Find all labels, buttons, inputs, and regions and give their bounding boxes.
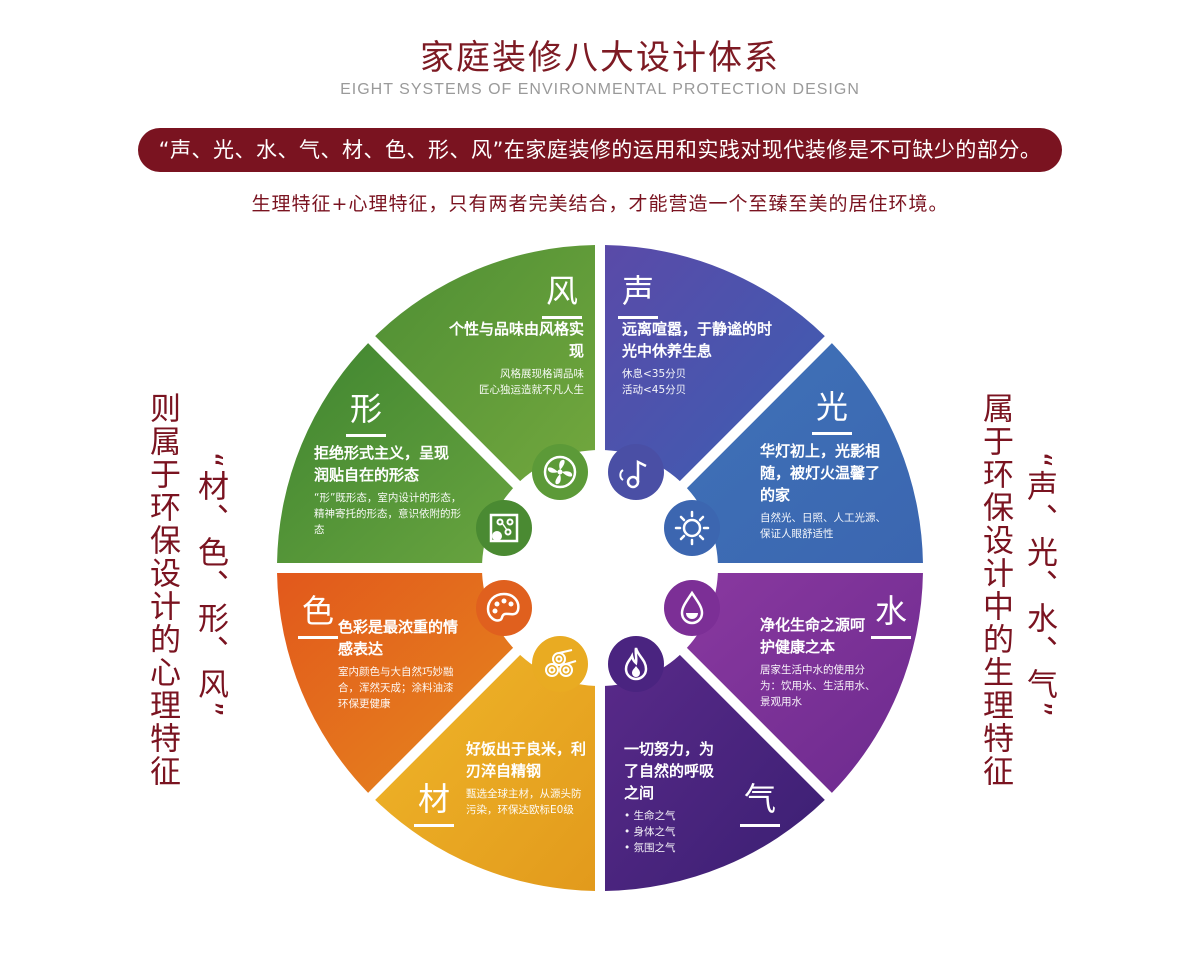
right-main-text: 属于环保设计中的生理特征 bbox=[977, 392, 1013, 788]
logs-icon bbox=[532, 636, 588, 692]
segment-title-guang-text: 光 bbox=[815, 388, 848, 426]
segment-detail-guang: 自然光、日照、人工光源、保证人眼舒适性 bbox=[760, 512, 886, 540]
segment-text-guang: 华灯初上，光影相随，被灯火温馨了的家 自然光、日照、人工光源、保证人眼舒适性 bbox=[760, 440, 890, 542]
music-note-icon bbox=[608, 444, 664, 500]
water-drop-icon bbox=[664, 580, 720, 636]
segment-detail-xing: “形”既形态，室内设计的形态，精神寄托的形态，意识依附的形态 bbox=[314, 492, 462, 536]
segment-text-xing: 拒绝形式主义，呈现润贴自在的形态 “形”既形态，室内设计的形态，精神寄托的形态，… bbox=[314, 442, 462, 538]
segment-heading-feng: 个性与品味由风格实现 bbox=[448, 320, 584, 360]
segment-heading-shui: 净化生命之源呵护健康之本 bbox=[760, 616, 866, 656]
segment-title-se-text: 色 bbox=[301, 592, 334, 630]
wheel-segment-feng bbox=[375, 245, 596, 494]
segment-detail-qi-3: • 氛围之气 bbox=[624, 842, 676, 854]
flame-icon bbox=[608, 636, 664, 692]
segment-detail-sheng-2: 活动<45分贝 bbox=[622, 384, 687, 396]
segment-title-qi: 气 bbox=[738, 774, 782, 827]
wheel-segment-xing bbox=[277, 343, 526, 564]
segment-text-se: 色彩是最浓重的情感表达 室内颜色与大自然巧妙融合，浑然天成；涂料油漆环保更健康 bbox=[338, 616, 460, 712]
segment-detail-shui: 居家生活中水的使用分为：饮用水、生活用水、景观用水 bbox=[760, 664, 876, 708]
wheel-segment-shui bbox=[674, 572, 923, 793]
segment-title-xing: 形 bbox=[344, 384, 388, 437]
segment-detail-qi-1: • 生命之气 bbox=[624, 810, 676, 822]
segment-heading-guang: 华灯初上，光影相随，被灯火温馨了的家 bbox=[760, 442, 881, 504]
segment-text-sheng: 远离喧嚣，于静谧的时光中休养生息 休息<35分贝 活动<45分贝 bbox=[622, 318, 772, 398]
wheel-segment-qi bbox=[604, 642, 825, 891]
wheel-segment-sheng bbox=[604, 245, 825, 494]
design-wheel: 声 光 水 气 材 色 形 风 远离喧嚣，于静谧的时光中休养生息 休息<35分贝… bbox=[276, 244, 924, 892]
wheel-segment-guang bbox=[674, 343, 923, 564]
segment-title-sheng: 声 bbox=[616, 266, 660, 319]
wheel-segment-se bbox=[277, 572, 526, 793]
segment-title-se: 色 bbox=[296, 586, 340, 639]
segment-heading-qi: 一切努力，为了自然的呼吸之间 bbox=[624, 740, 715, 802]
segment-title-shui-text: 水 bbox=[874, 592, 907, 630]
left-quote-text: “材、色、形、风” bbox=[192, 452, 228, 720]
intro-banner: “声、光、水、气、材、色、形、风”在家庭装修的运用和实践对现代装修是不可缺少的部… bbox=[138, 128, 1062, 172]
segment-detail-qi-2: • 身体之气 bbox=[624, 826, 676, 838]
fan-icon bbox=[532, 444, 588, 500]
segment-detail-se: 室内颜色与大自然巧妙融合，浑然天成；涂料油漆环保更健康 bbox=[338, 666, 454, 710]
segment-heading-xing: 拒绝形式主义，呈现润贴自在的形态 bbox=[314, 444, 450, 484]
segment-detail-cai: 甄选全球主材，从源头防污染，环保达欧标E0级 bbox=[466, 788, 582, 816]
segment-title-cai-text: 材 bbox=[417, 780, 450, 818]
inner-circle bbox=[482, 450, 718, 686]
segment-text-shui: 净化生命之源呵护健康之本 居家生活中水的使用分为：饮用水、生活用水、景观用水 bbox=[760, 614, 878, 710]
segment-detail-feng-1: 风格展现格调品味 bbox=[500, 368, 584, 380]
segment-detail-sheng-1: 休息<35分贝 bbox=[622, 368, 687, 380]
segment-title-feng: 风 bbox=[540, 266, 584, 319]
shapes-icon bbox=[476, 500, 532, 556]
segment-title-shui: 水 bbox=[869, 586, 913, 639]
segment-heading-se: 色彩是最浓重的情感表达 bbox=[338, 618, 459, 658]
segment-detail-feng-2: 匠心独运造就不凡人生 bbox=[479, 384, 584, 396]
tagline: 生理特征+心理特征，只有两者完美结合，才能营造一个至臻至美的居住环境。 bbox=[251, 193, 949, 215]
segment-title-feng-text: 风 bbox=[545, 272, 578, 310]
segment-title-xing-text: 形 bbox=[349, 390, 382, 428]
segment-title-guang: 光 bbox=[810, 382, 854, 435]
palette-icon bbox=[476, 580, 532, 636]
segment-text-feng: 个性与品味由风格实现 风格展现格调品味 匠心独运造就不凡人生 bbox=[436, 318, 584, 398]
segment-title-sheng-text: 声 bbox=[621, 272, 654, 310]
segment-text-qi: 一切努力，为了自然的呼吸之间 • 生命之气 • 身体之气 • 氛围之气 bbox=[624, 738, 724, 856]
wheel-graphic bbox=[277, 245, 923, 891]
right-quote-text: “声、光、水、气” bbox=[1021, 452, 1057, 720]
page-title: 家庭装修八大设计体系 bbox=[420, 38, 780, 78]
left-main-text: 则属于环保设计的心理特征 bbox=[144, 392, 180, 788]
segment-heading-sheng: 远离喧嚣，于静谧的时光中休养生息 bbox=[622, 320, 773, 360]
page-subtitle: EIGHT SYSTEMS OF ENVIRONMENTAL PROTECTIO… bbox=[340, 81, 860, 98]
segment-title-qi-text: 气 bbox=[743, 780, 776, 818]
wheel-segment-cai bbox=[375, 642, 596, 891]
segment-title-cai: 材 bbox=[412, 774, 456, 827]
sun-icon bbox=[664, 500, 720, 556]
segment-text-cai: 好饭出于良米，利刃淬自精钢 甄选全球主材，从源头防污染，环保达欧标E0级 bbox=[466, 738, 586, 818]
segment-heading-cai: 好饭出于良米，利刃淬自精钢 bbox=[466, 740, 587, 780]
